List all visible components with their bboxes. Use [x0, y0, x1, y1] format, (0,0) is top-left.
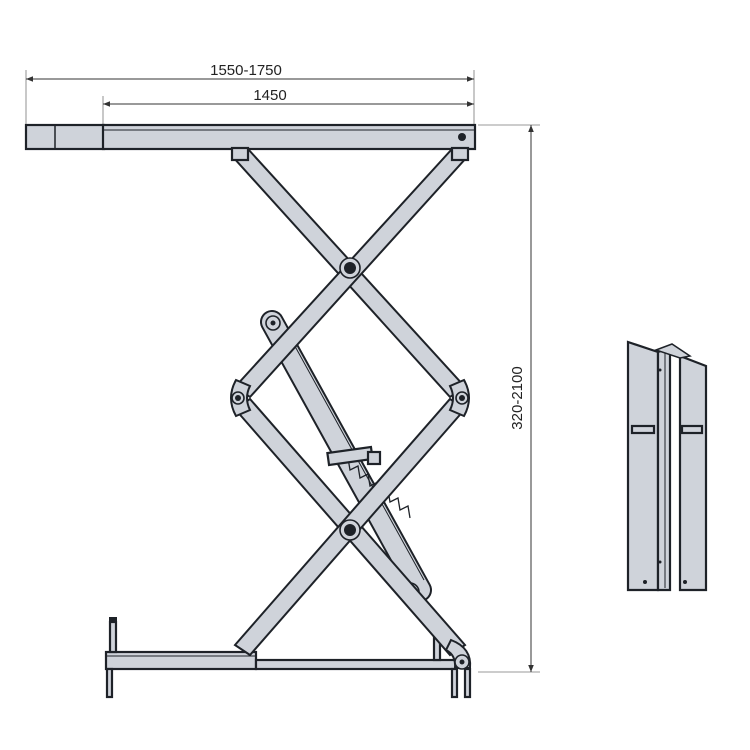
folded-panel-right	[678, 354, 708, 592]
folded-latch-right	[680, 424, 704, 435]
pivot-pins	[231, 257, 469, 541]
base-leg	[105, 667, 114, 699]
platform-extension	[24, 123, 106, 151]
platform-beam	[101, 123, 477, 151]
folded-hinge-top	[653, 343, 692, 359]
overall-length-label: 1550-1750	[210, 62, 282, 79]
base-leg	[450, 667, 459, 699]
overall-length-dimension: 1550-1750	[25, 62, 475, 125]
lift-height-label: 320-2100	[509, 366, 526, 429]
lift-height-dimension: 320-2100	[478, 124, 540, 673]
base-frame	[104, 617, 472, 699]
top-platform	[24, 123, 477, 151]
platform-length-dimension: 1450	[102, 87, 474, 125]
base-leg	[463, 667, 472, 699]
folded-side-view	[626, 340, 708, 592]
platform-bolt	[458, 133, 466, 141]
scissor-arms	[230, 146, 472, 670]
platform-length-label: 1450	[253, 87, 286, 104]
base-post	[108, 620, 118, 654]
folded-panel-left	[626, 340, 660, 592]
folded-panel-center	[656, 346, 672, 592]
folded-latch-left	[630, 424, 656, 435]
